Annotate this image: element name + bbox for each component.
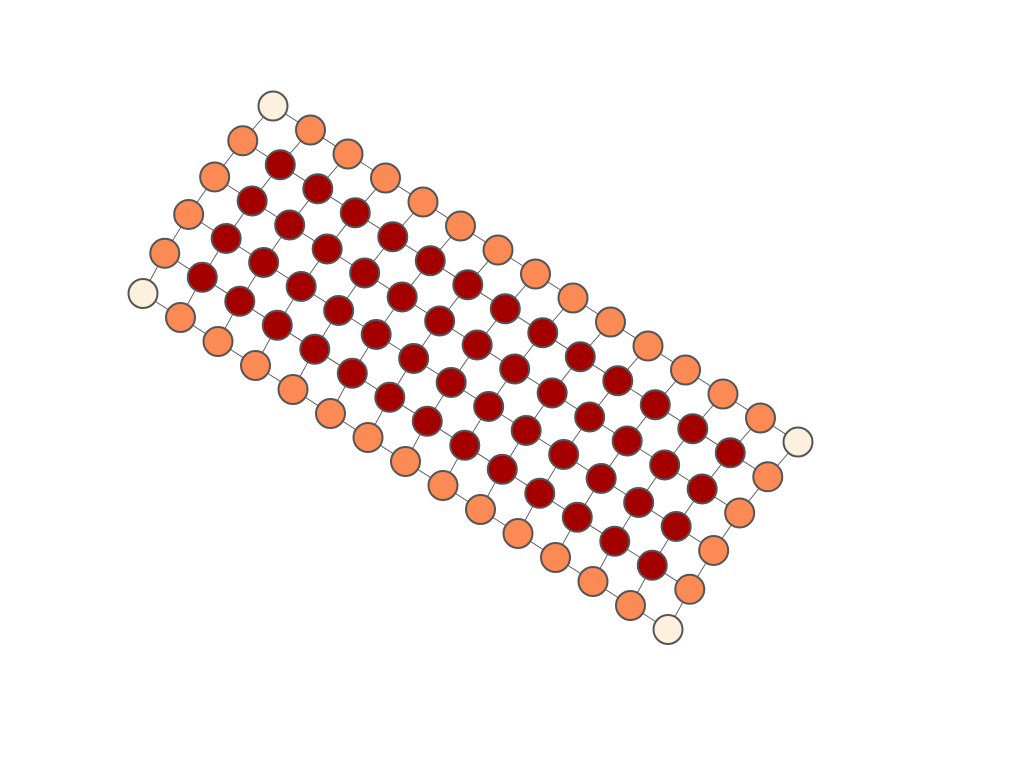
border-node bbox=[315, 398, 346, 429]
border-node bbox=[745, 402, 776, 434]
interior-node bbox=[599, 525, 631, 557]
interior-node bbox=[386, 281, 418, 313]
interior-node bbox=[548, 438, 580, 470]
border-node bbox=[502, 518, 534, 549]
border-node bbox=[752, 461, 784, 493]
interior-node bbox=[339, 197, 371, 229]
border-node bbox=[227, 125, 259, 157]
border-node bbox=[632, 330, 664, 362]
interior-node bbox=[299, 333, 331, 365]
border-node bbox=[277, 374, 309, 405]
border-node bbox=[332, 138, 364, 170]
border-node bbox=[199, 161, 231, 193]
border-node bbox=[202, 326, 234, 357]
interior-node bbox=[561, 501, 593, 533]
interior-node bbox=[623, 486, 655, 518]
border-node bbox=[445, 210, 476, 242]
corner-node bbox=[782, 426, 814, 458]
interior-node bbox=[336, 357, 368, 389]
interior-node bbox=[414, 245, 446, 277]
interior-node bbox=[210, 222, 242, 254]
interior-node bbox=[660, 510, 692, 542]
interior-node bbox=[686, 473, 718, 505]
interior-node bbox=[274, 209, 306, 241]
interior-node bbox=[311, 233, 343, 265]
interior-node bbox=[261, 309, 293, 341]
corner-node bbox=[127, 278, 159, 309]
interior-node bbox=[374, 381, 406, 413]
corner-node bbox=[652, 614, 684, 645]
border-node bbox=[540, 542, 571, 573]
interior-node bbox=[248, 246, 280, 278]
border-node bbox=[165, 302, 196, 333]
interior-node bbox=[677, 413, 709, 445]
interior-node bbox=[499, 353, 531, 385]
border-node bbox=[240, 350, 271, 381]
border-node bbox=[577, 566, 609, 597]
border-node bbox=[520, 258, 551, 290]
interior-node bbox=[489, 293, 521, 325]
interior-node bbox=[461, 329, 493, 361]
border-node bbox=[295, 114, 326, 146]
corner-node bbox=[257, 90, 289, 122]
interior-node bbox=[349, 257, 381, 289]
interior-node bbox=[435, 366, 467, 398]
interior-node bbox=[264, 149, 296, 181]
border-node bbox=[615, 590, 646, 621]
interior-node bbox=[398, 342, 430, 374]
border-node bbox=[173, 198, 205, 230]
interior-node bbox=[224, 285, 256, 317]
interior-node bbox=[302, 173, 334, 205]
border-node bbox=[149, 237, 181, 269]
interior-node bbox=[714, 437, 746, 469]
border-node bbox=[352, 422, 384, 453]
interior-node bbox=[611, 425, 643, 457]
interior-node bbox=[377, 221, 409, 253]
interior-node bbox=[527, 317, 559, 349]
border-node bbox=[698, 534, 730, 566]
border-node bbox=[427, 470, 459, 501]
interior-node bbox=[636, 549, 668, 581]
border-node bbox=[674, 573, 706, 605]
border-node bbox=[707, 378, 739, 410]
interior-node bbox=[524, 477, 556, 509]
interior-node bbox=[323, 294, 355, 326]
interior-node bbox=[411, 405, 443, 437]
border-node bbox=[724, 497, 756, 529]
border-node bbox=[390, 446, 421, 477]
border-node bbox=[670, 354, 701, 386]
interior-node bbox=[452, 269, 484, 301]
interior-node bbox=[602, 365, 634, 397]
border-node bbox=[407, 186, 439, 218]
interior-node bbox=[574, 401, 606, 433]
border-node bbox=[465, 494, 496, 525]
border-node bbox=[595, 306, 626, 338]
interior-node bbox=[473, 390, 505, 422]
interior-node bbox=[449, 429, 481, 461]
interior-node bbox=[639, 389, 671, 421]
interior-node bbox=[236, 185, 268, 217]
interior-node bbox=[424, 305, 456, 337]
border-node bbox=[557, 282, 589, 314]
interior-node bbox=[585, 462, 617, 494]
interior-node bbox=[486, 453, 518, 485]
border-node bbox=[370, 162, 401, 194]
border-node bbox=[482, 234, 514, 266]
interior-node bbox=[564, 341, 596, 373]
interior-node bbox=[649, 449, 681, 481]
interior-node bbox=[510, 414, 542, 446]
interior-node bbox=[285, 270, 317, 302]
interior-node bbox=[186, 261, 218, 293]
interior-node bbox=[536, 377, 568, 409]
nodes-layer bbox=[127, 90, 814, 645]
interior-node bbox=[360, 318, 392, 350]
